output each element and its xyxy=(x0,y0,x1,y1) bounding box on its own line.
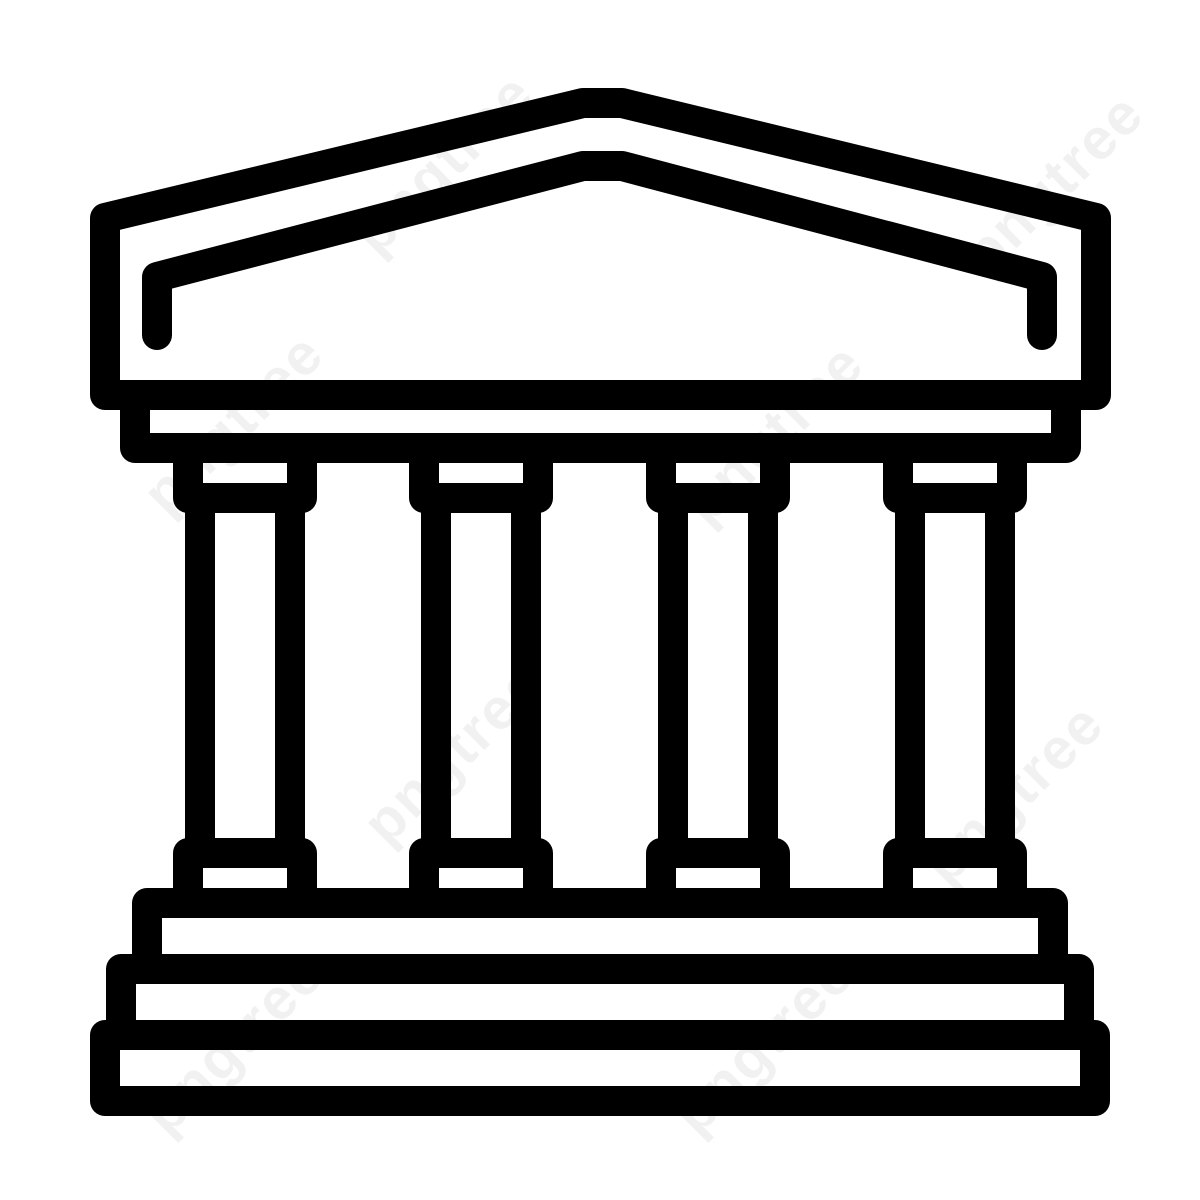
architrave xyxy=(120,380,1081,463)
pediment-outline xyxy=(90,88,1111,410)
column-3 xyxy=(646,433,790,918)
column-4 xyxy=(883,433,1027,918)
base-step-bottom xyxy=(90,1020,1110,1116)
column-1 xyxy=(173,433,317,918)
column-2 xyxy=(409,433,553,918)
pediment-inner-line xyxy=(142,151,1057,350)
